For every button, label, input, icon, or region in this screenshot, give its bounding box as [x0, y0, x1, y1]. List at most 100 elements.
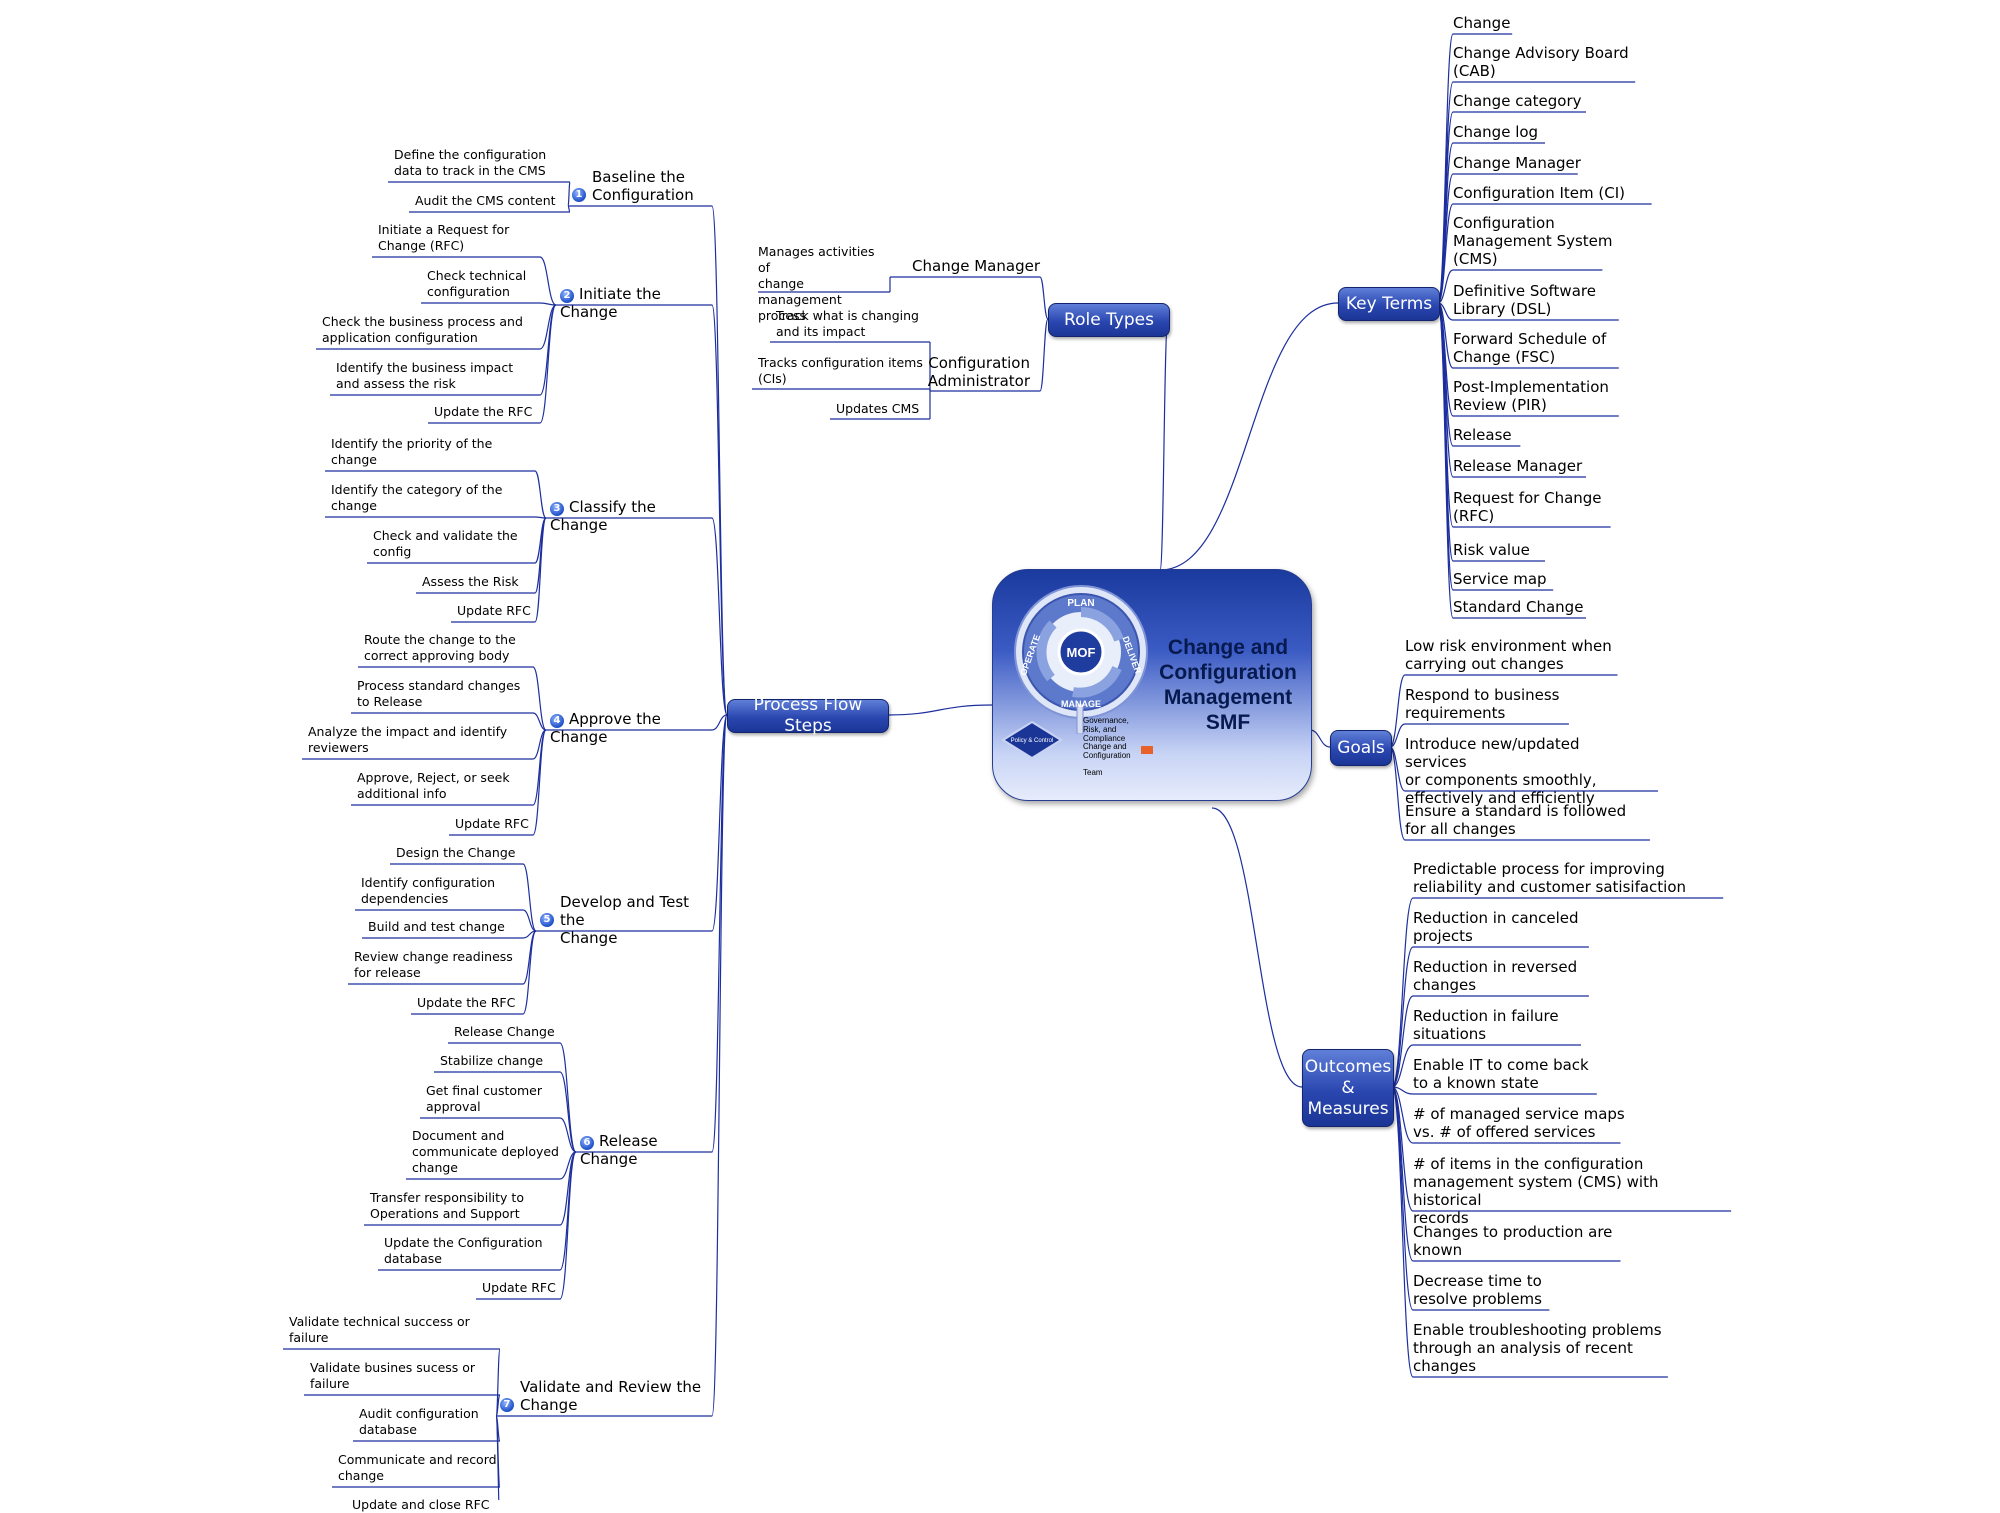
- goal-item[interactable]: Low risk environment when carrying out c…: [1405, 637, 1612, 673]
- step-subitem[interactable]: Update the RFC: [434, 404, 533, 419]
- central-topic[interactable]: MOF PLAN DELIVER MANAGE OPERATE Policy &…: [992, 569, 1312, 801]
- step-subitem[interactable]: Check technical configuration: [427, 268, 527, 299]
- key-term-item[interactable]: Definitive Software Library (DSL): [1453, 282, 1596, 318]
- step-subitem[interactable]: Initiate a Request for Change (RFC): [378, 222, 510, 253]
- step-subitem[interactable]: Identify the category of the change: [331, 482, 503, 513]
- step-subitem[interactable]: Route the change to the correct approvin…: [364, 632, 516, 663]
- goal-item[interactable]: Respond to business requirements: [1405, 686, 1560, 722]
- branch-outcomes-label: Outcomes & Measures: [1304, 1056, 1392, 1119]
- step-subitem[interactable]: Approve, Reject, or seek additional info: [357, 770, 510, 801]
- key-term-item[interactable]: Change log: [1453, 123, 1539, 141]
- branch-outcomes[interactable]: Outcomes & Measures: [1302, 1049, 1394, 1127]
- role-config-admin[interactable]: Configuration Administrator: [927, 354, 1030, 390]
- key-term-item[interactable]: Configuration Management System (CMS): [1453, 214, 1613, 268]
- step-subitem[interactable]: Audit configuration database: [359, 1406, 479, 1437]
- outcome-item[interactable]: Predictable process for improving reliab…: [1413, 860, 1687, 896]
- key-term-item[interactable]: Change: [1453, 14, 1511, 32]
- step-subitem[interactable]: Stabilize change: [440, 1053, 544, 1068]
- step-subitem[interactable]: Update the Configuration database: [384, 1235, 543, 1266]
- step-subitem[interactable]: Update the RFC: [417, 995, 516, 1010]
- svg-text:Policy & Control: Policy & Control: [1011, 738, 1054, 744]
- step-subitem[interactable]: Release Change: [454, 1024, 555, 1039]
- goal-item[interactable]: Ensure a standard is followed for all ch…: [1405, 802, 1627, 838]
- outcome-item[interactable]: Reduction in canceled projects: [1413, 909, 1579, 945]
- step-subitem[interactable]: Build and test change: [368, 919, 505, 934]
- step-subitem[interactable]: Update RFC: [482, 1280, 556, 1295]
- step-subitem[interactable]: Check the business process and applicati…: [322, 314, 523, 345]
- step-label: Baseline the Configuration: [592, 168, 694, 204]
- step-subitem[interactable]: Analyze the impact and identify reviewer…: [308, 724, 508, 755]
- step-label: Classify the Change: [550, 498, 656, 534]
- goal-item[interactable]: Introduce new/updated services or compon…: [1405, 735, 1597, 807]
- key-term-item[interactable]: Release: [1453, 426, 1512, 444]
- role-item[interactable]: Tracks configuration items (CIs): [758, 355, 923, 386]
- step-subitem[interactable]: Identify the business impact and assess …: [336, 360, 514, 391]
- step-subitem[interactable]: Design the Change: [396, 845, 516, 860]
- outcome-item[interactable]: Enable IT to come back to a known state: [1413, 1056, 1589, 1092]
- branch-role-types[interactable]: Role Types: [1048, 303, 1170, 337]
- step-subitem[interactable]: Document and communicate deployed change: [412, 1128, 559, 1175]
- step-subitem[interactable]: Communicate and record change: [338, 1452, 497, 1483]
- branch-goals[interactable]: Goals: [1330, 730, 1392, 766]
- link-subitem: [567, 205, 571, 213]
- link-subitem: [532, 729, 547, 836]
- outcome-item[interactable]: Changes to production are known: [1413, 1223, 1613, 1259]
- outcome-item[interactable]: # of managed service maps vs. # of offer…: [1413, 1105, 1625, 1141]
- key-term-item[interactable]: Service map: [1453, 570, 1547, 588]
- role-item[interactable]: Track what is changing and its impact: [776, 308, 919, 339]
- step-subitem[interactable]: Check and validate the config: [373, 528, 518, 559]
- outcome-item[interactable]: Enable troubleshooting problems through …: [1413, 1321, 1662, 1375]
- step-label: Initiate the Change: [560, 285, 661, 321]
- step-subitem[interactable]: Update and close RFC: [352, 1497, 490, 1512]
- step-subitem[interactable]: Define the configuration data to track i…: [394, 147, 547, 178]
- layer-governance: Governance, Risk, and Compliance: [1083, 716, 1129, 743]
- role-change-manager[interactable]: Change Manager: [912, 257, 1040, 275]
- step-subitem[interactable]: Assess the Risk: [422, 574, 519, 589]
- branch-key-terms[interactable]: Key Terms: [1338, 287, 1440, 321]
- link-goal: [1389, 674, 1406, 748]
- step-subitem[interactable]: Audit the CMS content: [415, 193, 556, 208]
- key-term-item[interactable]: Change Advisory Board (CAB): [1453, 44, 1629, 80]
- step-subitem[interactable]: Identify configuration dependencies: [361, 875, 496, 906]
- step-subitem[interactable]: Validate busines sucess or failure: [310, 1360, 476, 1391]
- key-term-item[interactable]: Standard Change: [1453, 598, 1584, 616]
- step-subitem[interactable]: Update RFC: [457, 603, 531, 618]
- key-term-item[interactable]: Release Manager: [1453, 457, 1583, 475]
- link-goals: [1309, 729, 1331, 748]
- outcome-item[interactable]: Decrease time to resolve problems: [1413, 1272, 1542, 1308]
- step-subitem[interactable]: Get final customer approval: [426, 1083, 543, 1114]
- step-subitem[interactable]: Process standard changes to Release: [357, 678, 521, 709]
- key-term-item[interactable]: Request for Change (RFC): [1453, 489, 1602, 525]
- step-subitem[interactable]: Validate technical success or failure: [289, 1314, 470, 1345]
- step-subitem[interactable]: Update RFC: [455, 816, 529, 831]
- key-term-item[interactable]: Risk value: [1453, 541, 1530, 559]
- key-term-item[interactable]: Configuration Item (CI): [1453, 184, 1626, 202]
- link-key-term: [1437, 81, 1454, 304]
- branch-process-flow[interactable]: Process Flow Steps: [727, 695, 889, 736]
- link-outcome: [1391, 946, 1414, 1088]
- role-item[interactable]: Updates CMS: [836, 401, 920, 416]
- outcome-item[interactable]: # of items in the configuration manageme…: [1413, 1155, 1659, 1227]
- outcome-item[interactable]: Reduction in failure situations: [1413, 1007, 1559, 1043]
- key-term-item[interactable]: Post-Implementation Review (PIR): [1453, 378, 1609, 414]
- step-subitem[interactable]: Review change readiness for release: [354, 949, 513, 980]
- role-item[interactable]: Manages activities of change management …: [758, 244, 875, 323]
- key-term-item[interactable]: Change category: [1453, 92, 1582, 110]
- outcome-item[interactable]: Reduction in reversed changes: [1413, 958, 1578, 994]
- key-term-item[interactable]: Forward Schedule of Change (FSC): [1453, 330, 1607, 366]
- step-subitem[interactable]: Identify the priority of the change: [331, 436, 493, 467]
- link-outcome: [1391, 897, 1414, 1088]
- step-label: Validate and Review the Change: [520, 1378, 702, 1414]
- key-term-item[interactable]: Change Manager: [1453, 154, 1581, 172]
- link-key-term: [1437, 33, 1454, 304]
- link-subitem: [534, 516, 547, 519]
- link-step: [711, 714, 728, 1153]
- step-subitem[interactable]: Transfer responsibility to Operations an…: [370, 1190, 524, 1221]
